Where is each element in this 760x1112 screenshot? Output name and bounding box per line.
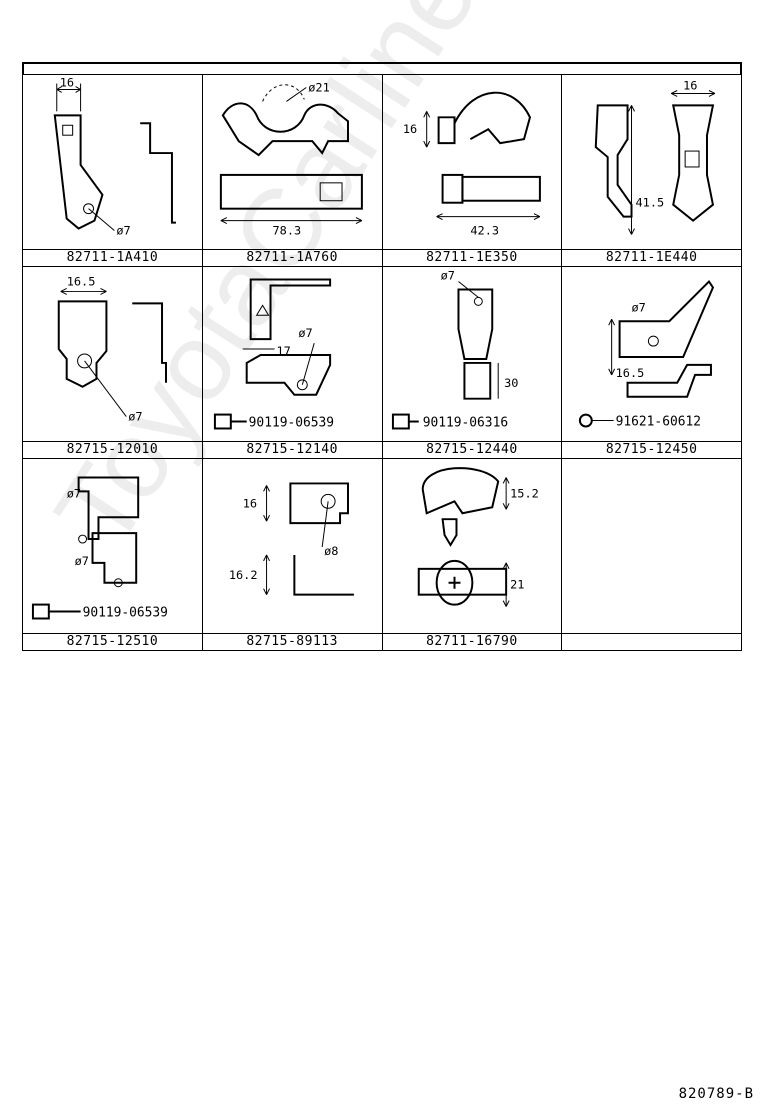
part-cell-1[interactable]: 16 ø7 (22, 74, 203, 250)
part-number: 82715-89113 (201, 633, 383, 651)
dim-height: 16 (402, 122, 416, 136)
part-number: 82715-12450 (561, 441, 742, 459)
part-cell-11[interactable]: 15.2 21 (381, 458, 563, 634)
dim-height: 16.5 (616, 366, 645, 380)
dim-hole: ø7 (128, 410, 142, 424)
part-number: 82711-1E350 (381, 249, 563, 267)
dim-hole: ø7 (75, 554, 89, 568)
dim-hole: ø8 (324, 544, 338, 558)
clamp-drawing: 17 ø7 90119-06539 (213, 278, 334, 430)
part-number: 82711-1E440 (561, 249, 742, 267)
dim-width: 16 (60, 76, 74, 90)
part-number (561, 633, 742, 651)
dim-width: 16.5 (67, 274, 96, 288)
part-cell-6[interactable]: 17 ø7 90119-06539 (201, 266, 383, 442)
dim-height: 16.2 (229, 568, 258, 582)
dim-width: 16 (683, 79, 697, 93)
clamp-drawing: ø7 30 90119-06316 (391, 269, 518, 430)
bolt-number: 90119-06539 (83, 606, 168, 621)
dim-height: 30 (504, 376, 518, 390)
part-number: 82711-16790 (381, 633, 563, 651)
parts-table: 16 ø7 ø21 78.3 (22, 74, 742, 651)
dim-diameter: ø21 (308, 80, 330, 94)
dim-height: 15.2 (510, 486, 539, 500)
document-id: 820789-B (678, 1086, 754, 1102)
part-cell-2[interactable]: ø21 78.3 (201, 74, 383, 250)
part-cell-7[interactable]: ø7 30 90119-06316 (381, 266, 563, 442)
clip-drawing: 41.5 16 (594, 79, 716, 235)
clamp-drawing: ø7 16.5 91621-60612 (579, 279, 715, 430)
part-number: 82711-1A760 (201, 249, 383, 267)
dim-hole: ø7 (116, 223, 130, 237)
dim-hole: ø7 (632, 300, 646, 314)
dim-length: 78.3 (272, 223, 301, 237)
clamp-drawing: 16.5 ø7 (57, 274, 167, 424)
dim-height: 16 (242, 496, 256, 510)
part-cell-8[interactable]: ø7 16.5 91621-60612 (561, 266, 742, 442)
part-cell-12-empty (561, 458, 742, 634)
part-cell-10[interactable]: 16 ø8 16.2 (201, 458, 383, 634)
bolt-number: 90119-06316 (422, 415, 507, 430)
clip-drawing: 15.2 21 (417, 467, 539, 607)
dim-height: 21 (510, 578, 524, 592)
dim-hole: ø7 (298, 326, 312, 340)
part-number: 82715-12510 (22, 633, 203, 651)
clip-drawing: 16 42.3 (402, 91, 541, 237)
dim-hole: ø7 (440, 269, 454, 283)
clip-drawing: ø21 78.3 (219, 80, 363, 237)
part-cell-4[interactable]: 41.5 16 (561, 74, 742, 250)
part-number: 82715-12440 (381, 441, 563, 459)
clamp-drawing: ø7 ø7 90119-06539 (31, 476, 168, 621)
part-number: 82715-12010 (22, 441, 203, 459)
table-header-frame (22, 62, 742, 74)
part-number: 82715-12140 (201, 441, 383, 459)
dim-height: 41.5 (636, 196, 665, 210)
part-cell-9[interactable]: ø7 ø7 90119-06539 (22, 458, 203, 634)
part-cell-5[interactable]: 16.5 ø7 (22, 266, 203, 442)
part-cell-3[interactable]: 16 42.3 (381, 74, 563, 250)
part-number: 82711-1A410 (22, 249, 203, 267)
bolt-number: 91621-60612 (616, 415, 701, 430)
dim-hole: ø7 (67, 486, 81, 500)
dim-length: 42.3 (470, 223, 499, 237)
bolt-number: 90119-06539 (248, 415, 333, 430)
clamp-drawing: 16 ø7 (53, 76, 176, 237)
clamp-drawing: 16 ø8 16.2 (229, 482, 354, 596)
